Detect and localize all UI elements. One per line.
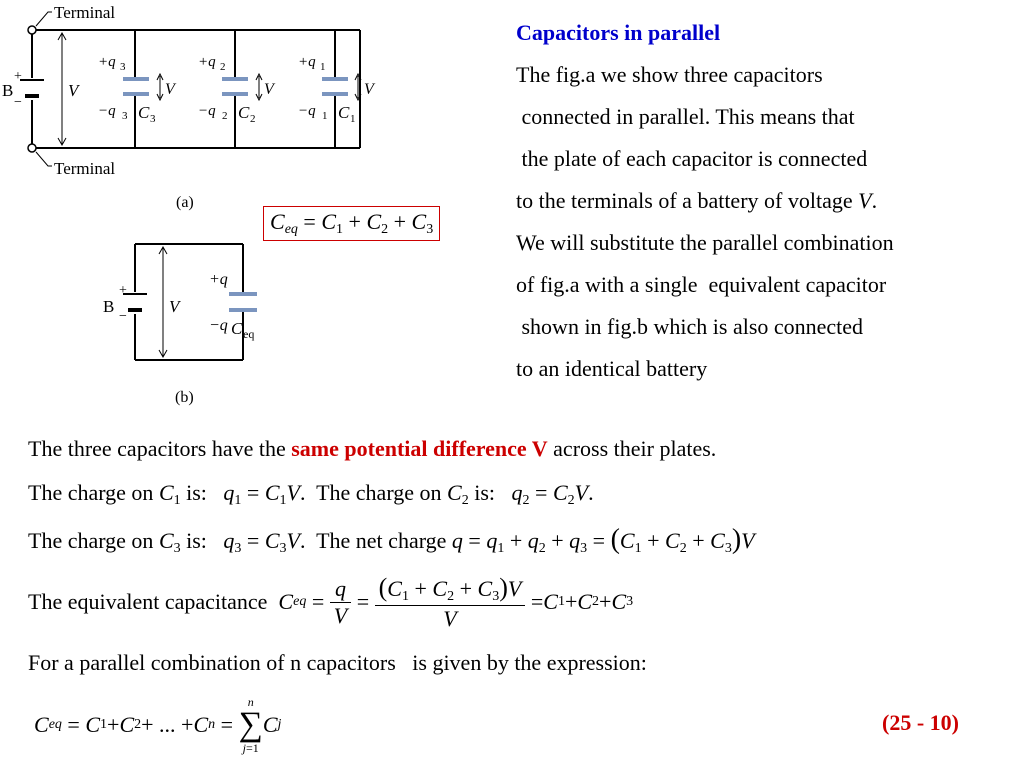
svg-text:−q: −q bbox=[298, 103, 316, 119]
svg-text:+: + bbox=[119, 283, 127, 298]
svg-text:−q: −q bbox=[198, 103, 216, 119]
svg-text:3: 3 bbox=[150, 113, 156, 125]
right-line-4: to the terminals of a battery of voltage… bbox=[516, 188, 878, 213]
battery-label: B bbox=[2, 81, 13, 100]
figure-a: Terminal Terminal B + − V +q 3 −q 3 C 3 … bbox=[2, 3, 376, 211]
right-line-2: connected in parallel. This means that bbox=[516, 104, 855, 129]
svg-text:+q: +q bbox=[209, 271, 228, 288]
section-title: Capacitors in parallel bbox=[516, 20, 721, 45]
right-line-8: to an identical battery bbox=[516, 356, 708, 381]
svg-text:V: V bbox=[364, 81, 376, 98]
svg-text:+q: +q bbox=[298, 54, 316, 70]
boxed-equation: Ceq = C1 + C2 + C3 bbox=[263, 206, 441, 241]
svg-text:+: + bbox=[14, 69, 22, 84]
figure-a-caption: (a) bbox=[176, 194, 194, 211]
right-line-6: of fig.a with a single equivalent capaci… bbox=[516, 272, 887, 297]
terminal-bottom-label: Terminal bbox=[54, 159, 115, 178]
figure-b: B + − V +q −q C eq (b) bbox=[103, 243, 257, 406]
svg-text:V: V bbox=[68, 81, 81, 100]
svg-text:1: 1 bbox=[350, 113, 356, 125]
svg-text:V: V bbox=[264, 81, 276, 98]
svg-text:B: B bbox=[103, 297, 114, 316]
svg-text:3: 3 bbox=[122, 110, 128, 122]
svg-text:3: 3 bbox=[120, 61, 126, 73]
svg-text:−: − bbox=[119, 309, 127, 324]
svg-text:C: C bbox=[138, 103, 150, 122]
svg-text:2: 2 bbox=[222, 110, 228, 122]
svg-text:−: − bbox=[14, 95, 22, 110]
terminal-top-label: Terminal bbox=[54, 3, 115, 22]
body-line-2: The charge on C1 is: q1 = C1V. The charg… bbox=[28, 480, 594, 508]
svg-text:C: C bbox=[338, 103, 350, 122]
right-line-5: We will substitute the parallel combinat… bbox=[516, 230, 894, 255]
svg-text:C: C bbox=[231, 319, 243, 338]
svg-text:1: 1 bbox=[322, 110, 328, 122]
right-line-7: shown in fig.b which is also connected bbox=[516, 314, 864, 339]
svg-text:2: 2 bbox=[250, 113, 256, 125]
body-line-3: The charge on C3 is: q3 = C3V. The net c… bbox=[28, 524, 755, 556]
svg-text:−q: −q bbox=[209, 317, 228, 334]
figure-b-caption: (b) bbox=[175, 389, 194, 406]
svg-text:1: 1 bbox=[320, 61, 326, 73]
right-line-1: The fig.a we show three capacitors bbox=[516, 62, 823, 87]
body-line-1: The three capacitors have the same poten… bbox=[28, 436, 717, 461]
body-line-5: For a parallel combination of n capacito… bbox=[28, 650, 647, 675]
svg-text:C: C bbox=[238, 103, 250, 122]
right-line-3: the plate of each capacitor is connected bbox=[516, 146, 868, 171]
equation-number: (25 - 10) bbox=[882, 710, 959, 735]
svg-text:V: V bbox=[165, 81, 177, 98]
svg-text:+q: +q bbox=[198, 54, 216, 70]
svg-text:+q: +q bbox=[98, 54, 116, 70]
svg-text:2: 2 bbox=[220, 61, 226, 73]
svg-text:eq: eq bbox=[243, 327, 254, 341]
svg-text:−q: −q bbox=[98, 103, 116, 119]
svg-text:V: V bbox=[169, 297, 182, 316]
